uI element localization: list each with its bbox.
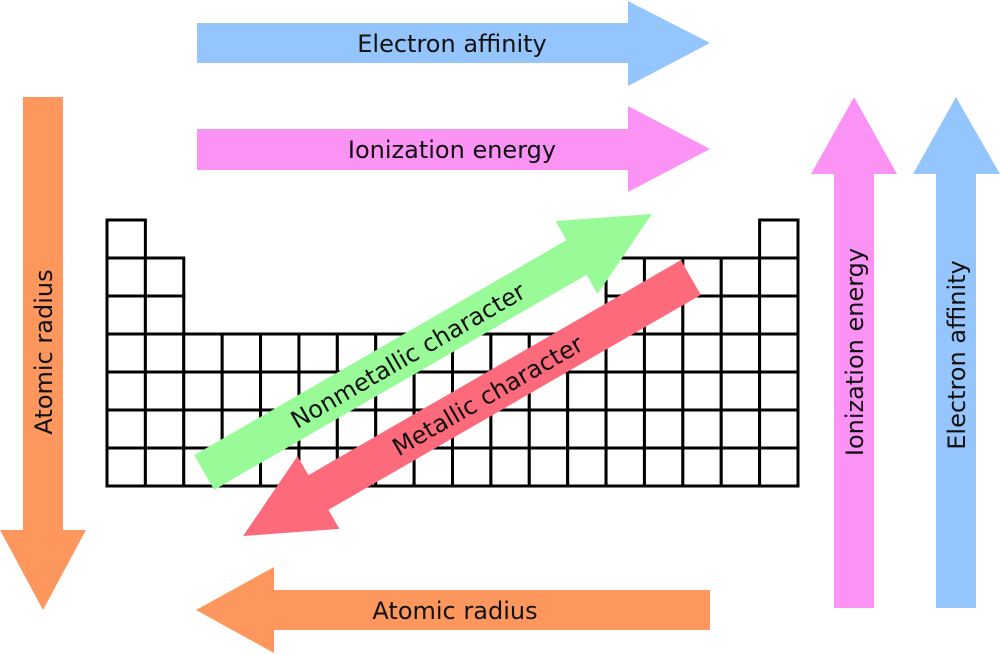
table-cell [604,370,646,412]
table-cell [143,370,186,412]
arrow-shape [196,567,710,653]
table-cell [681,332,723,374]
table-cell [105,332,147,374]
arrow-label: Ionization energy [841,248,869,456]
arrow-shape [243,260,701,536]
table-cell [451,446,493,488]
table-cell [681,294,723,336]
table-cell [758,370,800,412]
table-cell [758,218,800,260]
table-cell [604,446,646,488]
arrow-label: Atomic radius [372,597,537,625]
arrow-label: Electron affinity [357,30,546,58]
table-cell [566,446,608,488]
arrow-shape [811,97,897,608]
table-cell [105,408,147,450]
table-cell [220,332,263,374]
table-cell [182,408,224,450]
table-cell [719,446,762,488]
table-cell [527,408,570,450]
table-cell [566,370,608,412]
table-cell [527,446,570,488]
table-cell [182,332,224,374]
table-cell [105,256,147,298]
table-cell [642,332,685,374]
arrow-label: Atomic radius [30,269,58,434]
table-cell [681,370,723,412]
arrow-shape [197,1,710,86]
table-cell [642,408,685,450]
table-cell [719,408,762,450]
electron-affinity-right-arrow: Electron affinity [913,97,1000,608]
table-cell [143,408,186,450]
table-cell [719,294,762,336]
table-cell [758,446,800,488]
arrow-shape [194,214,652,490]
table-cell [681,446,723,488]
table-cell [566,408,608,450]
arrow-shape [0,97,86,610]
table-cell [604,408,646,450]
table-cell [719,256,762,298]
arrow-label: Ionization energy [348,136,556,164]
table-cell [105,294,147,336]
table-cell [105,218,147,260]
atomic-radius-bottom-arrow: Atomic radius [196,567,710,653]
ionization-energy-right-arrow: Ionization energy [811,97,897,608]
table-cell [758,294,800,336]
table-cell [105,370,147,412]
table-cell [143,294,186,336]
ionization-energy-top-arrow: Ionization energy [197,106,710,192]
table-cell [642,446,685,488]
table-cell [143,332,186,374]
table-cell [143,446,186,488]
table-cell [182,370,224,412]
table-cell [143,256,186,298]
table-cell [719,332,762,374]
table-cell [681,408,723,450]
arrow-label: Electron affinity [943,260,971,449]
table-cell [105,446,147,488]
table-cell [259,332,301,374]
table-cell [758,256,800,298]
arrow-shape [197,106,710,192]
table-cell [758,332,800,374]
table-cell [220,370,263,412]
table-cell [489,446,531,488]
table-cell [642,370,685,412]
table-cell [297,332,339,374]
table-cell [719,370,762,412]
arrow-shape [913,97,1000,608]
table-cell [758,408,800,450]
table-cell [489,408,531,450]
electron-affinity-top-arrow: Electron affinity [197,1,710,86]
atomic-radius-left-arrow: Atomic radius [0,97,86,610]
